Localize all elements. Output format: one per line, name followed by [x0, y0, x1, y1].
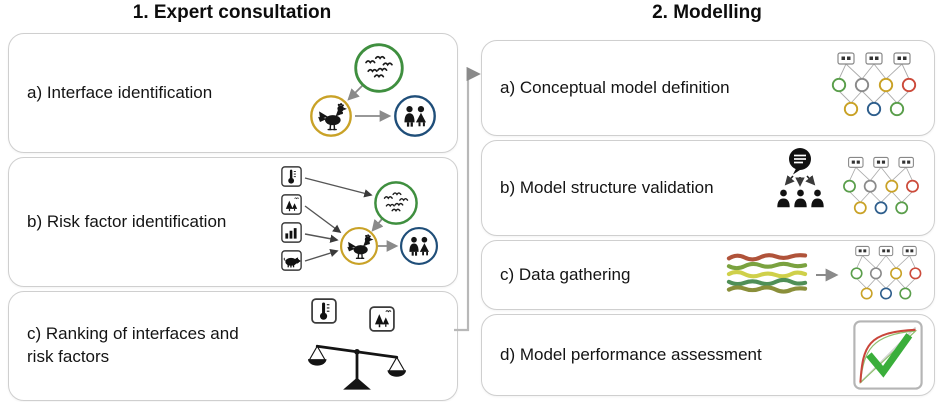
flow-arrow: [784, 175, 795, 186]
farm-icon: [281, 250, 302, 271]
flow-arrow: [371, 218, 384, 232]
expert-person-icon: [811, 189, 824, 208]
flow-arrow: [347, 84, 364, 101]
thermometer-icon: [311, 298, 337, 324]
poultry-icon: [340, 226, 378, 265]
expert-panel-bubble-icon: [788, 147, 812, 175]
flow-arrow: [304, 177, 373, 198]
box-label: c) Ranking of interfaces and risk factor…: [27, 324, 239, 366]
box-label: a) Interface identification: [27, 83, 213, 102]
box-label: b) Model structure validation: [500, 178, 714, 197]
box-model-structure-validation: b) Model structure validation: [481, 140, 935, 236]
box-risk-factor-identification: b) Risk factor identification: [8, 157, 458, 287]
box-model-performance: d) Model performance assessment: [481, 314, 935, 396]
flow-arrow: [805, 175, 816, 186]
interface-diagram: [310, 43, 436, 137]
network-model-icon: [831, 52, 917, 117]
expert-person-icon: [794, 189, 807, 208]
environment-icon: [281, 194, 302, 215]
data-ribbons-icon: [729, 255, 805, 291]
box-data-gathering: c) Data gathering: [481, 240, 935, 310]
humans-icon: [400, 226, 438, 265]
environment-icon: [369, 306, 395, 332]
box-conceptual-model: a) Conceptual model definition: [481, 40, 935, 136]
thermometer-icon: [281, 166, 302, 187]
roc-check-icon: [854, 321, 921, 388]
conceptual-model-art: [831, 52, 917, 117]
data-gathering-art: [724, 245, 922, 300]
expert-person-icon: [777, 189, 790, 208]
right-column-title: 2. Modelling: [652, 2, 762, 23]
box-label: d) Model performance assessment: [500, 345, 762, 364]
humans-icon: [394, 95, 436, 137]
ranking-diagram: [306, 298, 408, 392]
bar-chart-icon: [281, 222, 302, 243]
box-ranking: c) Ranking of interfaces and risk factor…: [8, 291, 458, 401]
flow-arrow: [304, 248, 339, 262]
poultry-icon: [310, 95, 352, 137]
network-model-icon: [843, 156, 919, 215]
flow-arrow: [304, 205, 342, 234]
risk-factor-diagram: [281, 166, 438, 271]
box-label: c) Data gathering: [500, 265, 631, 284]
validation-art: [777, 147, 919, 215]
performance-art: [852, 319, 924, 391]
balance-scale-icon: [306, 344, 408, 392]
flow-arrow: [304, 233, 339, 243]
box-label: a) Conceptual model definition: [500, 78, 730, 97]
left-column-title: 1. Expert consultation: [132, 2, 332, 23]
box-interface-identification: a) Interface identification: [8, 33, 458, 153]
wild-birds-icon: [354, 43, 404, 93]
consultation-to-modelling-arrow: [454, 66, 481, 332]
wild-birds-icon: [374, 181, 418, 225]
network-model-icon: [850, 245, 922, 300]
box-label: b) Risk factor identification: [27, 212, 227, 231]
